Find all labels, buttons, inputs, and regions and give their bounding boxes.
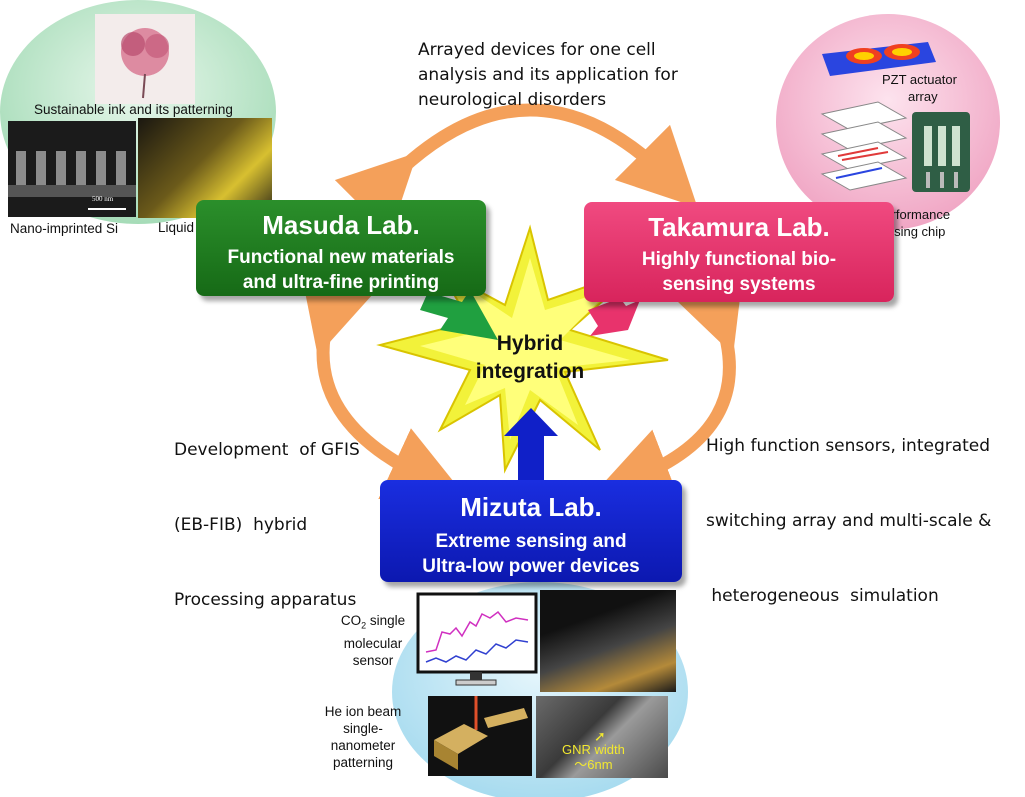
co2-line1: CO2 single: [336, 612, 410, 635]
masuda-wedge: [420, 290, 498, 340]
left-link-text: Development of GFIS (EB-FIB) hybrid Proc…: [174, 388, 360, 638]
he-line2: single-: [343, 721, 383, 736]
co2-line2: molecular: [343, 635, 403, 651]
mizuta-title: Mizuta Lab.: [460, 492, 602, 522]
mizuta-line1: Extreme sensing and: [435, 531, 627, 552]
nano-si-caption: Nano-imprinted Si: [10, 221, 119, 236]
masuda-line1: Functional new materials: [227, 247, 455, 268]
he-beam-render: [428, 696, 532, 776]
link-arrows: [300, 103, 744, 503]
nano-si-photo: 500 nm: [8, 121, 136, 217]
gnr-line1: GNR width: [562, 742, 625, 757]
mizuta-line2: Ultra-low power devices: [422, 556, 640, 577]
biochip-photo: [912, 112, 970, 192]
left-link-line1: Development of GFIS: [174, 440, 360, 460]
takamura-line1: Highly functional bio-: [641, 249, 837, 270]
chip-layers-image: [818, 100, 910, 192]
masuda-lab-box: Masuda Lab. Functional new materials and…: [196, 200, 486, 296]
hybrid-line2: integration: [475, 360, 585, 383]
he-line3: nanometer: [330, 738, 396, 753]
co2-line3: sensor: [352, 652, 394, 668]
ink-caption: Sustainable ink and its patterning: [34, 102, 233, 117]
arrow-left: [300, 270, 466, 500]
scale-bar-label: 500 nm: [92, 195, 114, 203]
gnr-line2: ～6nm: [574, 757, 613, 772]
mizuta-up-arrow: [504, 408, 558, 480]
top-link-line1: Arrayed devices for one cell: [418, 40, 656, 60]
he-caption: He ion beam single- nanometer patterning: [318, 703, 408, 771]
left-link-line3: Processing apparatus: [174, 590, 357, 610]
pzt-caption-1: PZT actuator: [882, 72, 957, 87]
pzt-array-image: [818, 36, 938, 80]
right-link-line1: High function sensors, integrated: [706, 436, 991, 456]
co2-subscript: 2: [361, 620, 367, 631]
masuda-line2: and ultra-fine printing: [242, 272, 440, 293]
left-link-line2: (EB-FIB) hybrid: [174, 515, 308, 535]
top-link-line2: analysis and its application for: [418, 65, 678, 85]
co2-single: single: [366, 613, 406, 628]
takamura-title: Takamura Lab.: [648, 212, 830, 242]
top-link-text: Arrayed devices for one cell analysis an…: [418, 38, 678, 113]
co2-text: CO: [340, 613, 362, 628]
right-link-line2: switching array and multi-scale &: [706, 511, 992, 531]
hybrid-line1: Hybrid: [496, 332, 564, 355]
mizuta-lab-box: Mizuta Lab. Extreme sensing and Ultra-lo…: [380, 480, 682, 582]
gnr-caption: GNR width ～6nm: [562, 742, 625, 772]
hybrid-label: Hybrid integration: [468, 330, 592, 386]
masuda-title: Masuda Lab.: [262, 210, 420, 240]
takamura-line2: sensing systems: [662, 274, 816, 295]
right-link-line3: heterogeneous simulation: [706, 586, 939, 606]
ink-flower-photo: [95, 14, 195, 104]
he-line4: patterning: [332, 755, 394, 770]
monitor-graph: [416, 592, 540, 688]
gnr-arrow-icon: ➚: [594, 728, 606, 744]
co2-caption: CO2 single molecular sensor: [336, 612, 410, 669]
top-link-line3: neurological disorders: [418, 90, 607, 110]
arrow-right: [593, 268, 744, 503]
right-link-text: High function sensors, integrated switch…: [706, 384, 991, 634]
pzt-caption-2: array: [908, 89, 938, 104]
graphene-render: [540, 590, 676, 692]
arrow-top: [334, 103, 698, 236]
gnr-sem-photo: ➚ GNR width ～6nm: [536, 696, 668, 778]
he-line1: He ion beam: [324, 704, 402, 719]
takamura-wedge: [588, 298, 640, 336]
takamura-lab-box: Takamura Lab. Highly functional bio- sen…: [584, 202, 894, 302]
